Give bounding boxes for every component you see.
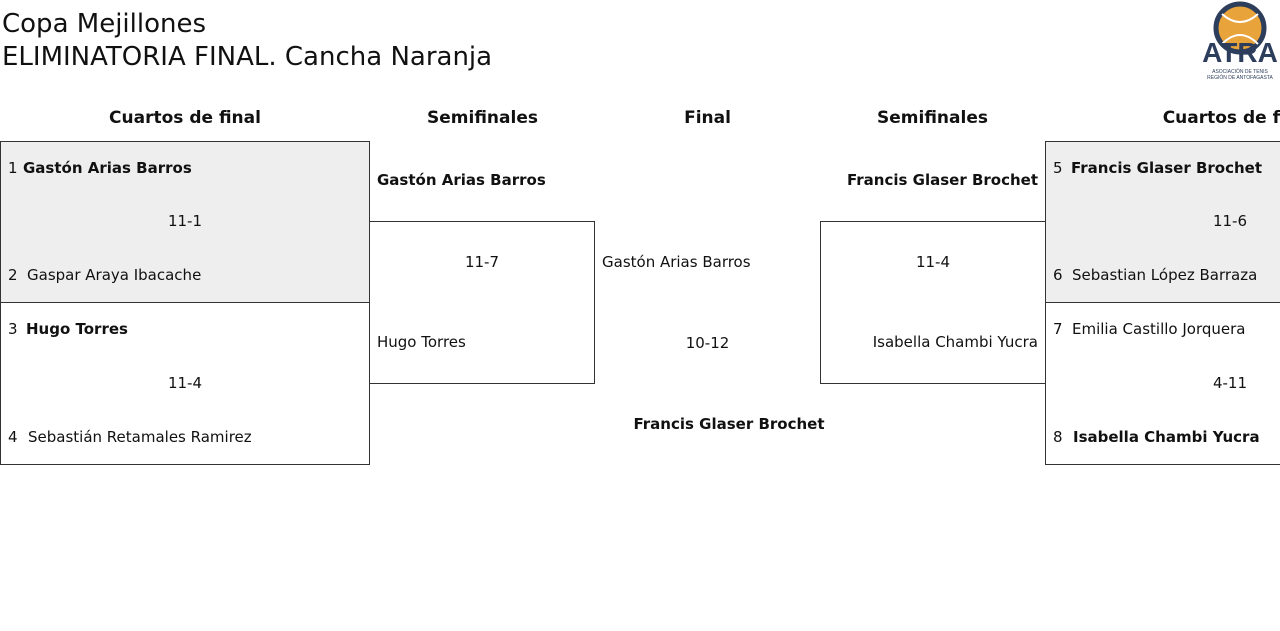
seed-number: 2 [8,266,18,284]
seed-number: 3 [8,320,18,338]
player-name: Emilia Castillo Jorquera [1072,320,1246,338]
match-score: 11-6 [1212,212,1248,230]
logo-wordmark: ATRA [1202,37,1278,68]
logo-subtext-2: REGIÓN DE ANTOFAGASTA [1207,74,1273,81]
semi-winner-name: Gastón Arias Barros [377,171,546,189]
player-name: Francis Glaser Brochet [1071,159,1263,177]
header-right-quarters: Cuartos de fin [1162,108,1280,128]
match-box-qf4 [1045,302,1280,465]
header-left-semis: Semifinales [427,108,538,128]
header-right-semis: Semifinales [877,108,988,128]
semi-winner-name: Francis Glaser Brochet [846,171,1038,189]
atra-logo: ATRA ASOCIACIÓN DE TENIS REGIÓN DE ANTOF… [1200,0,1280,84]
player-name: Hugo Torres [377,333,466,351]
seed-number: 6 [1053,266,1063,284]
player-name: Isabella Chambi Yucra [1073,428,1260,446]
tournament-title: Copa Mejillones [2,9,207,39]
champion-name: Francis Glaser Brochet [633,415,825,433]
seed-number: 7 [1053,320,1063,338]
tennis-ball-icon: ATRA ASOCIACIÓN DE TENIS REGIÓN DE ANTOF… [1202,1,1278,81]
final-player-name: Gastón Arias Barros [602,253,751,271]
logo-subtext-1: ASOCIACIÓN DE TENIS [1212,68,1268,75]
match-box-sf1 [369,221,595,384]
seed-number: 5 [1053,159,1063,177]
seed-number: 4 [8,428,18,446]
player-name: Hugo Torres [26,320,128,338]
player-name: Isabella Chambi Yucra [872,333,1038,351]
seed-number: 8 [1053,428,1063,446]
seed-number: 1 [8,159,18,177]
match-score: 11-4 [915,253,951,271]
player-name: Sebastián Retamales Ramirez [28,428,252,446]
header-final: Final [684,108,731,128]
header-left-quarters: Cuartos de final [109,108,261,128]
match-score: 11-1 [167,212,203,230]
match-box-qf1 [0,141,370,303]
round-subtitle: ELIMINATORIA FINAL. Cancha Naranja [2,42,493,72]
match-score: 11-7 [464,253,500,271]
match-score: 11-4 [167,374,203,392]
player-name: Sebastian López Barraza [1072,266,1258,284]
player-name: Gastón Arias Barros [23,159,192,177]
match-score: 4-11 [1212,374,1248,392]
player-name: Gaspar Araya Ibacache [27,266,202,284]
match-box-sf2 [820,221,1046,384]
match-box-qf3 [1045,141,1280,303]
final-score: 10-12 [685,334,730,352]
